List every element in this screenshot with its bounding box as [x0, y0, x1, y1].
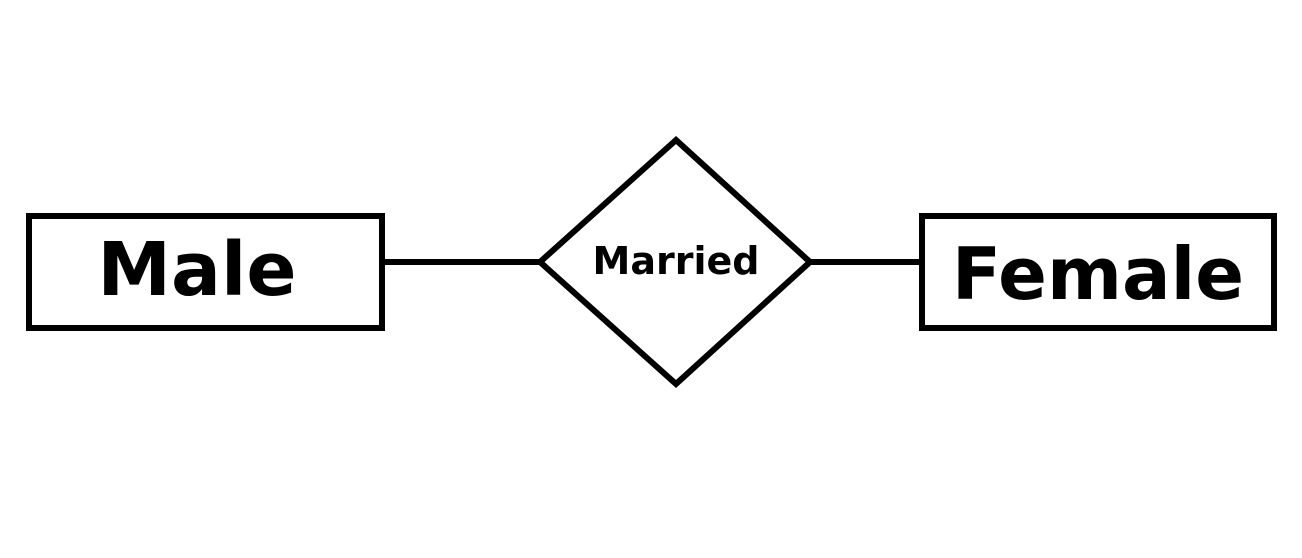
entity-female-label: Female: [952, 232, 1244, 316]
relationship-married[interactable]: Married: [535, 135, 815, 389]
entity-female[interactable]: Female: [919, 213, 1277, 331]
entity-female-box: [919, 213, 1277, 331]
entity-male-label: Male: [97, 227, 296, 313]
relationship-married-label: Married: [593, 239, 760, 283]
relationship-married-diamond: [535, 135, 815, 389]
entity-male[interactable]: Male: [26, 213, 385, 331]
entity-male-box: [26, 213, 385, 331]
